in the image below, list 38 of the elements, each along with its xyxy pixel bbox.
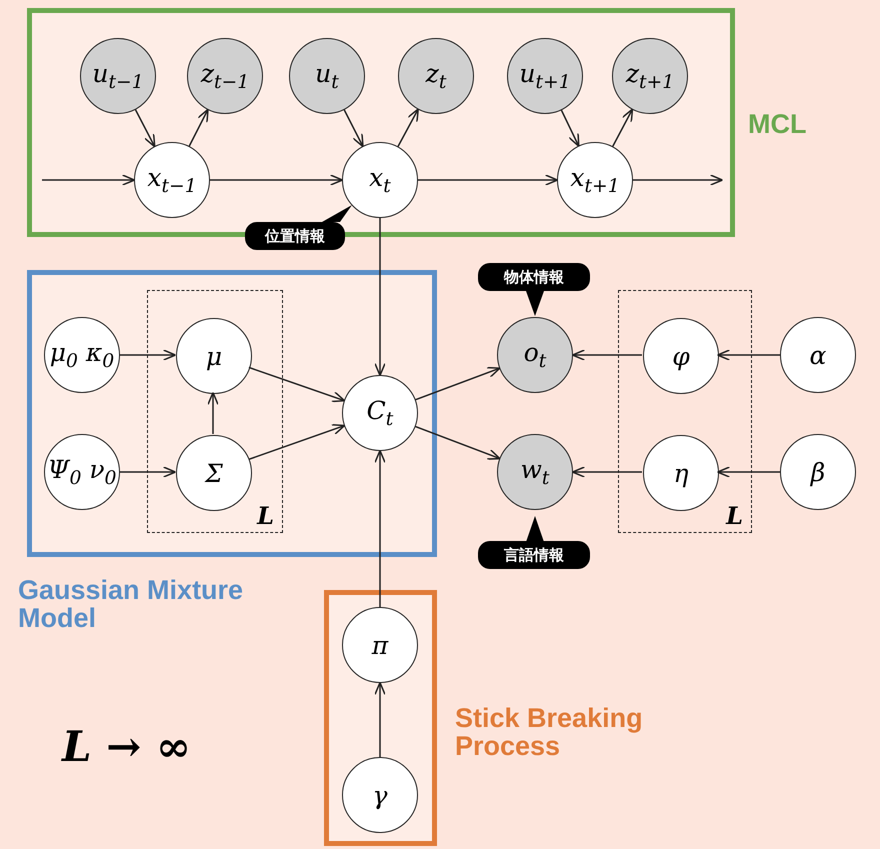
arrow [134,109,156,148]
arrow [120,466,176,478]
arrow [418,174,558,186]
observed-variable-node: w$_{t}$ [497,434,573,510]
variable-node: β [780,434,856,510]
arrow [415,366,501,400]
group-label: MCL [748,110,808,138]
note-text: L → ∞ [62,722,191,771]
group-label: Gaussian Mixture Model [18,576,244,632]
arrow [344,110,364,148]
arrow [572,466,642,478]
variable-node: α [780,317,856,393]
arrow [248,424,346,460]
arrow [716,349,780,361]
arrow [42,174,136,186]
arrow [210,174,344,186]
plate-label: L [257,501,274,530]
plate [147,290,283,533]
arrow [188,108,209,146]
variable-node: η [643,435,719,511]
arrow [572,349,642,361]
arrow [397,108,419,147]
plate [618,290,752,533]
arrow [716,466,780,478]
arrow [415,426,501,460]
group-label: Stick Breaking Process [455,704,644,760]
arrow [374,450,386,607]
variable-node: φ [643,318,719,394]
arrow [560,110,580,147]
arrow [374,682,386,757]
plate-label: L [726,501,743,530]
arrow [207,392,219,434]
arrow [612,108,634,147]
arrow [120,349,176,361]
arrow [374,218,386,376]
arrow [633,174,724,186]
arrow [248,366,346,402]
observed-variable-node: o$_{t}$ [497,317,573,393]
